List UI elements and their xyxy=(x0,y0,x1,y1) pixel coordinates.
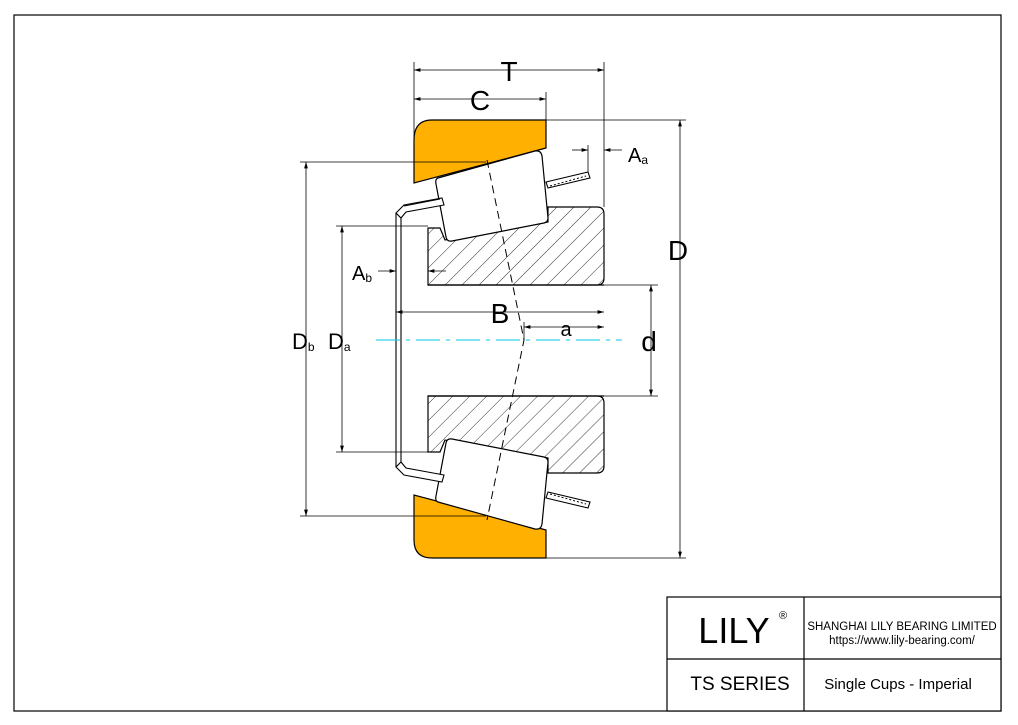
label-B: B xyxy=(491,298,510,329)
cage-top-line xyxy=(403,198,441,207)
label-a: a xyxy=(560,319,572,341)
registered-mark: ® xyxy=(779,610,787,622)
label-C: C xyxy=(470,85,490,116)
label-Db: Db xyxy=(292,329,315,354)
label-d: d xyxy=(641,326,657,357)
title-block: LILY ® SHANGHAI LILY BEARING LIMITED htt… xyxy=(666,596,1002,712)
drawing-frame xyxy=(13,14,1002,712)
description-label: Single Cups - Imperial xyxy=(824,676,972,693)
label-T: T xyxy=(500,56,517,87)
label-D: D xyxy=(668,235,688,266)
label-Aa: Aa xyxy=(628,145,648,167)
company-url: https://www.lily-bearing.com/ xyxy=(829,635,976,647)
series-label: TS SERIES xyxy=(690,674,789,695)
company-name: SHANGHAI LILY BEARING LIMITED xyxy=(807,621,996,633)
roller-top xyxy=(435,150,549,242)
label-Ab: Ab xyxy=(352,263,372,285)
roller-bottom xyxy=(435,438,549,530)
brand-logo: LILY xyxy=(698,610,769,651)
label-Da: Da xyxy=(328,329,351,354)
